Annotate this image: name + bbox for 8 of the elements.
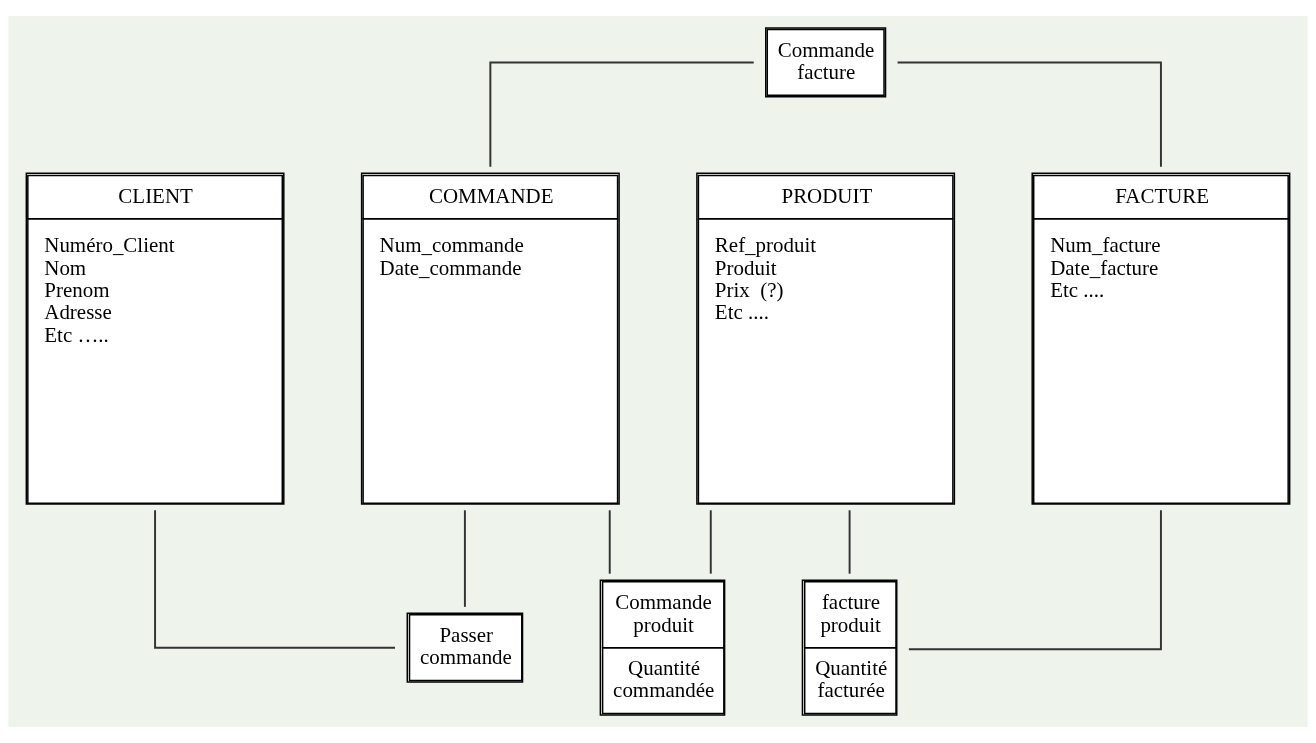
connector bbox=[907, 509, 1162, 651]
connector bbox=[896, 61, 1162, 168]
connector bbox=[848, 509, 851, 575]
connector bbox=[709, 509, 712, 575]
connector bbox=[489, 61, 755, 168]
connector bbox=[154, 509, 396, 649]
connector bbox=[608, 509, 611, 575]
connector bbox=[463, 509, 466, 608]
